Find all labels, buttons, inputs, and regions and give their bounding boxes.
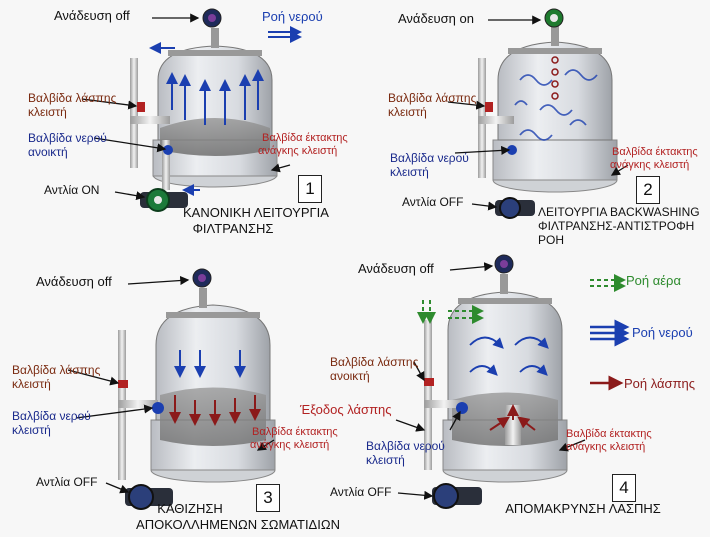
caption-1-line2: ΦΙΛΤΡΑΝΣΗΣ bbox=[183, 222, 283, 237]
water-valve-label-1: Βαλβίδα νερού bbox=[28, 132, 107, 146]
caption-2-line1: ΛΕΙΤΟΥΡΓΙΑ BACKWASHING bbox=[538, 206, 700, 220]
filter-1 bbox=[130, 9, 277, 211]
water-valve-label-2: Βαλβίδα νερού bbox=[390, 152, 469, 166]
panel-number-4: 4 bbox=[612, 474, 636, 502]
caption-3-line2: ΑΠΟΚΟΛΛΗΜΕΝΩΝ ΣΩΜΑΤΙΔΙΩΝ bbox=[118, 518, 358, 533]
panel-number-3: 3 bbox=[256, 484, 280, 512]
pump-label-2: Αντλία OFF bbox=[402, 196, 463, 210]
sludge-valve-label-2: Βαλβίδα λάσπης bbox=[388, 92, 476, 106]
panel-number-1: 1 bbox=[298, 175, 322, 203]
legend-air-flow-icon bbox=[590, 280, 620, 286]
water-valve-label-3: Βαλβίδα νερού bbox=[12, 410, 91, 424]
pump-label-3: Αντλία OFF bbox=[36, 476, 97, 490]
water-valve-state-2: κλειστή bbox=[390, 166, 429, 180]
water-valve-label-4: Βαλβίδα νερού bbox=[366, 440, 445, 454]
pump-2 bbox=[495, 198, 535, 218]
sludge-valve-label-4: Βαλβίδα λάσπης bbox=[330, 356, 418, 370]
caption-1-line1: ΚΑΝΟΝΙΚΗ ΛΕΙΤΟΥΡΓΙΑ bbox=[183, 206, 283, 221]
filter-2 bbox=[478, 9, 617, 218]
sludge-valve-state-2: κλειστή bbox=[388, 106, 427, 120]
pump-4 bbox=[432, 484, 482, 508]
emergency-valve-state-3: ανάγκης κλειστή bbox=[250, 439, 329, 452]
sludge-valve-label-3: Βαλβίδα λάσπης bbox=[12, 364, 100, 378]
pump-label-1: Αντλία ON bbox=[44, 184, 99, 198]
sludge-valve-state-3: κλειστή bbox=[12, 378, 51, 392]
water-valve-state-4: κλειστή bbox=[366, 454, 405, 468]
aeration-label-2: Ανάδευση on bbox=[398, 12, 474, 27]
water-flow-icon-top bbox=[268, 32, 296, 37]
filter-3 bbox=[118, 269, 275, 509]
emergency-valve-label-4: Βαλβίδα έκτακτης bbox=[566, 428, 652, 441]
legend-water-flow: Ροή νερού bbox=[632, 325, 693, 340]
water-valve-state-3: κλειστή bbox=[12, 424, 51, 438]
sludge-outlet-label: Έξοδος λάσπης bbox=[300, 403, 392, 418]
emergency-valve-label-3: Βαλβίδα έκτακτης bbox=[252, 426, 338, 439]
emergency-valve-label-2: Βαλβίδα έκτακτης bbox=[612, 146, 698, 159]
legend-air-flow: Ροή αέρα bbox=[626, 273, 681, 288]
caption-4-line1: ΑΠΟΜΑΚΡΥΝΣΗ ΛΑΣΠΗΣ bbox=[498, 502, 668, 517]
emergency-valve-state-4: ανάγκης κλειστή bbox=[566, 441, 645, 454]
panel-number-2: 2 bbox=[636, 176, 660, 204]
sludge-valve-state-4: ανοικτή bbox=[330, 370, 370, 384]
emergency-valve-state-1: ανάγκης κλειστή bbox=[258, 145, 337, 158]
water-valve-state-1: ανοικτή bbox=[28, 146, 68, 160]
caption-2-line3: ΡΟΗ bbox=[538, 234, 564, 248]
sludge-valve-state-1: κλειστή bbox=[28, 106, 67, 120]
emergency-valve-state-2: ανάγκης κλειστή bbox=[610, 159, 689, 172]
caption-2-line2: ΦΙΛΤΡΑΝΣΗΣ-ΑΝΤΙΣΤΡΟΦΗ bbox=[538, 220, 694, 234]
filter-4 bbox=[423, 255, 567, 508]
legend-sludge-flow: Ροή λάσπης bbox=[624, 376, 695, 391]
caption-3-line1: ΚΑΘΙΖΗΣΗ bbox=[140, 502, 240, 517]
aeration-label-4: Ανάδευση off bbox=[358, 262, 434, 277]
pump-1 bbox=[140, 189, 188, 211]
legend-water-flow-icon bbox=[590, 327, 622, 339]
sludge-valve-label-1: Βαλβίδα λάσπης bbox=[28, 92, 116, 106]
aeration-label-3: Ανάδευση off bbox=[36, 275, 112, 290]
water-flow-label-top: Ροή νερού bbox=[262, 10, 323, 25]
emergency-valve-label-1: Βαλβίδα έκτακτης bbox=[262, 132, 348, 145]
pump-label-4: Αντλία OFF bbox=[330, 486, 391, 500]
aeration-label-1: Ανάδευση off bbox=[54, 9, 130, 24]
